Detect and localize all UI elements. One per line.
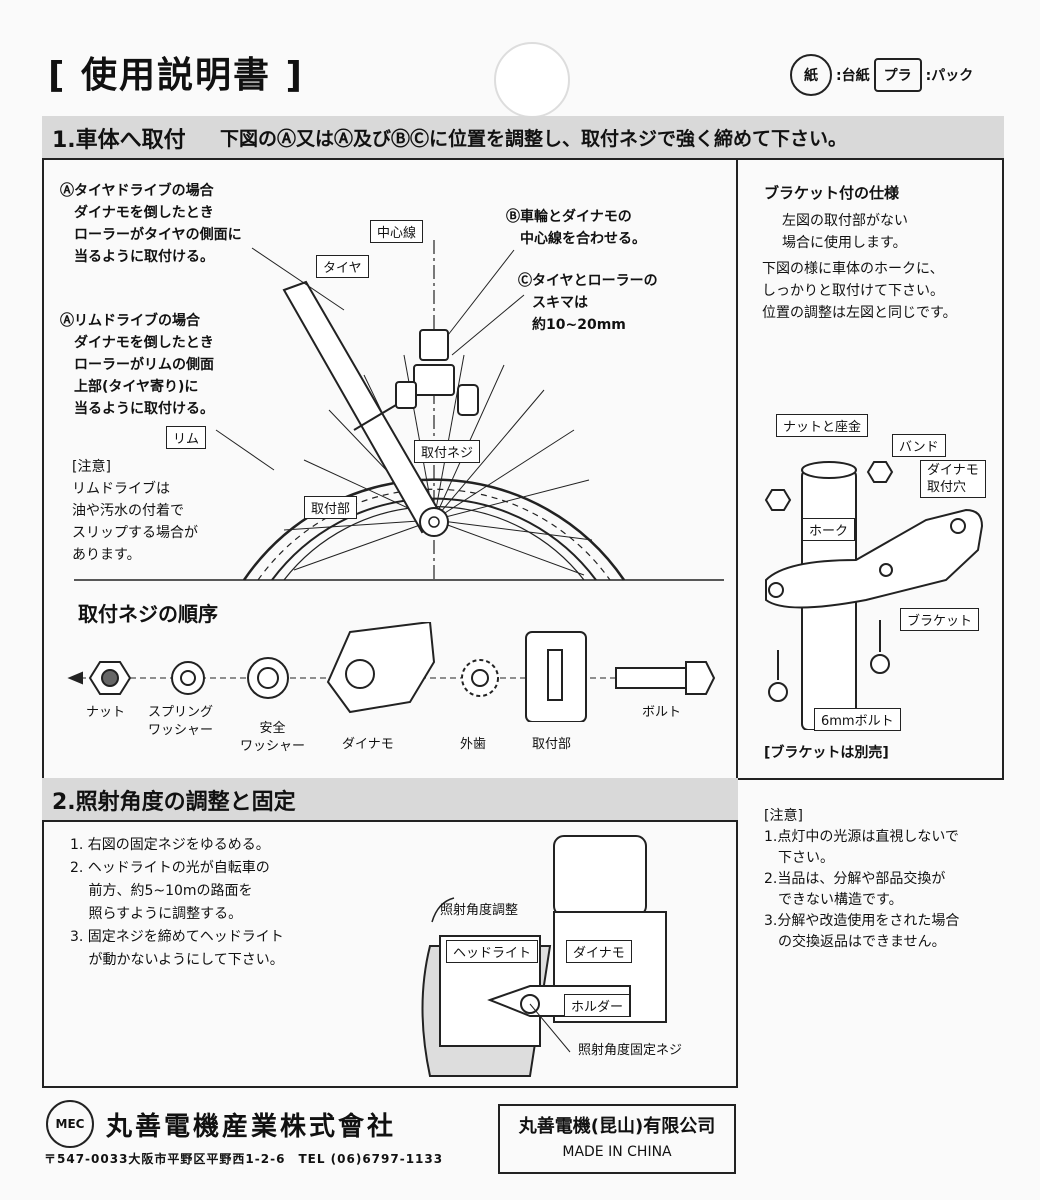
hanger-hole <box>494 42 570 118</box>
label-mount-part: 取付部 <box>304 496 358 519</box>
document-title: [ 使用説明書 ] <box>48 55 304 96</box>
order-item-bolt: ボルト <box>642 705 682 720</box>
bracket-divider <box>736 158 1004 780</box>
made-in-label: MADE IN CHINA <box>562 1144 672 1160</box>
made-in-box: 丸善電機(昆山)有限公司 MADE IN CHINA <box>498 1104 736 1174</box>
bracket-label-nut: ナットと座金 <box>776 414 869 437</box>
maker-name: 丸善電機(昆山)有限公司 <box>518 1116 716 1137</box>
bracket-sold-separately: [ブラケットは別売] <box>764 745 889 761</box>
bracket-label-fork: ホーク <box>802 518 856 541</box>
section2-header: 2.照射角度の調整と固定 <box>42 778 738 822</box>
plastic-recycle-label: :パック <box>925 68 974 84</box>
note-rim-drive: Ⓐリムドライブの場合 ダイナモを倒したとき ローラーがリムの側面 上部(タイヤ寄… <box>60 313 214 417</box>
bracket-label-bolt: 6mmボルト <box>814 708 901 731</box>
label-mount-screw: 取付ネジ <box>414 440 481 463</box>
label-tire: タイヤ <box>316 255 369 278</box>
bracket-diagram <box>764 461 984 730</box>
label-dynamo: ダイナモ <box>566 940 632 963</box>
label-angle-adjust: 照射角度調整 <box>440 903 519 918</box>
section1-title: 1.車体へ取付 <box>52 128 186 153</box>
bracket-title: ブラケット付の仕様 <box>764 184 900 202</box>
bracket-usage-note: 左図の取付部がない 場合に使用します。 <box>782 213 908 251</box>
note-center-line: Ⓑ車輪とダイナモの 中心線を合わせる。 <box>506 209 646 247</box>
label-headlight: ヘッドライト <box>446 940 539 963</box>
section1-description: 下図のⒶ又はⒶ及びⒷⒸに位置を調整し、取付ネジで強く締めて下さい。 <box>220 128 848 150</box>
note-clearance: Ⓒタイヤとローラーの スキマは 約10~20mm <box>518 273 658 333</box>
company-name: 丸善電機産業株式會社 <box>106 1111 397 1142</box>
bracket-instructions: 下図の様に車体のホークに、 しっかりと取付けて下さい。 位置の調整は左図と同じで… <box>762 261 957 321</box>
caution-usage: [注意] 1.点灯中の光源は直視しないで 下さい。 2.当品は、分解や部品交換が… <box>764 808 960 950</box>
bracket-label-bracket: ブラケット <box>900 608 980 631</box>
company-logo-icon: MEC <box>46 1100 94 1148</box>
company-address: 〒547-0033大阪市平野区平野西1-2-6 TEL (06)6797-113… <box>44 1152 444 1166</box>
recycle-marks: 紙 :台紙 プラ :パック <box>790 54 973 96</box>
company-block: MEC 丸善電機産業株式會社 <box>46 1100 396 1148</box>
order-item-mount: 取付部 <box>532 737 572 752</box>
label-holder: ホルダー <box>564 994 631 1017</box>
bracket-label-band: バンド <box>892 434 946 457</box>
screw-order-title: 取付ネジの順序 <box>78 602 218 626</box>
section2-steps: 1. 右図の固定ネジをゆるめる。 2. ヘッドライトの光が自転車の 前方、約5~… <box>70 837 284 968</box>
bracket-label-dynamo-hole: ダイナモ 取付穴 <box>920 460 986 498</box>
order-item-external-tooth: 外歯 <box>460 737 487 752</box>
label-fix-screw: 照射角度固定ネジ <box>578 1043 683 1058</box>
note-tire-drive: Ⓐタイヤドライブの場合 ダイナモを倒したとき ローラーがタイヤの側面に 当るよう… <box>60 183 242 265</box>
paper-recycle-label: :台紙 <box>836 68 870 84</box>
order-item-safety-washer: 安全 ワッシャー <box>240 721 306 754</box>
order-item-dynamo: ダイナモ <box>342 737 394 752</box>
section1-header: 1.車体へ取付 下図のⒶ又はⒶ及びⒷⒸに位置を調整し、取付ネジで強く締めて下さい… <box>42 116 1004 160</box>
order-item-nut: ナット <box>86 705 126 720</box>
section2-title: 2.照射角度の調整と固定 <box>52 790 296 815</box>
plastic-recycle-icon: プラ <box>873 58 922 92</box>
rim-drive-caution: [注意] リムドライブは 油や汚水の付着で スリップする場合が あります。 <box>72 459 198 563</box>
order-item-spring-washer: スプリング ワッシャー <box>148 705 214 738</box>
label-center-line: 中心線 <box>370 220 424 243</box>
wheel-diagram <box>74 240 724 581</box>
label-rim: リム <box>166 426 207 449</box>
paper-recycle-icon: 紙 <box>790 54 832 96</box>
screw-order-diagram <box>67 622 716 722</box>
